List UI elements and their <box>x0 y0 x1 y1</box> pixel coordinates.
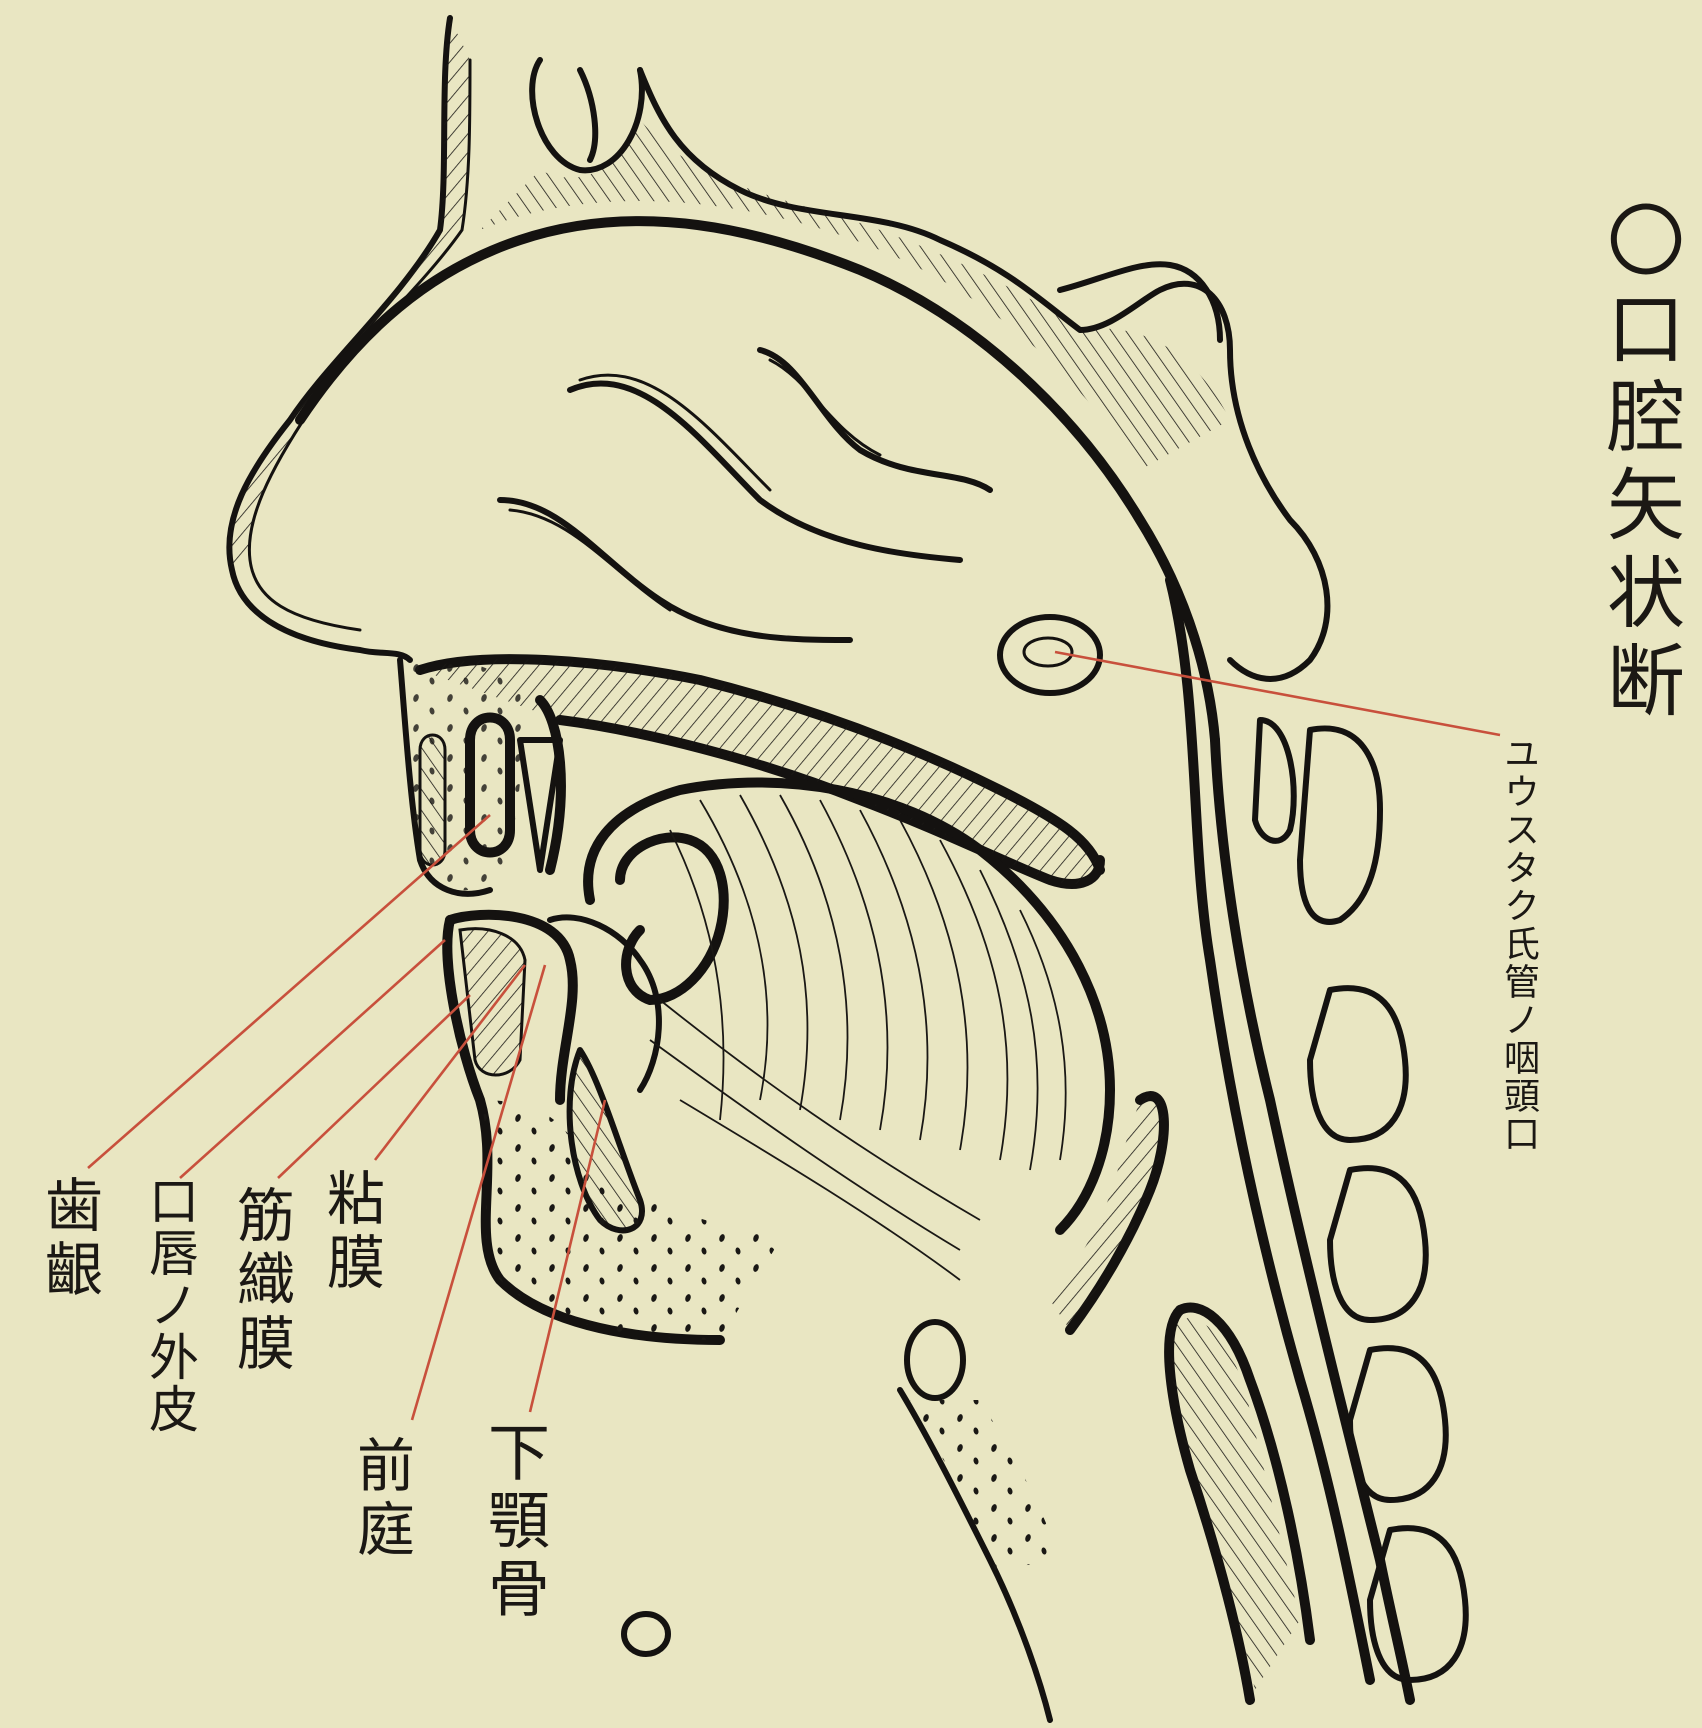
nasal-conchae <box>500 350 990 640</box>
nose-outline <box>229 18 470 660</box>
leader-lip-skin <box>180 940 445 1178</box>
leader-eustachian <box>1055 652 1500 735</box>
circle-mark-bottom <box>624 1614 668 1654</box>
label-eustachian: ユウスタク氏管ノ咽頭口 <box>1500 735 1536 1153</box>
hyoid <box>907 1322 963 1398</box>
label-muscle: 筋織膜 <box>232 1185 290 1377</box>
leader-muscle <box>278 995 470 1178</box>
diagram-title: 〇口腔矢状断 <box>1600 200 1678 728</box>
leader-teeth <box>88 815 490 1168</box>
label-lip-skin: 口唇ノ外皮 <box>145 1175 195 1435</box>
label-mucosa: 粘膜 <box>322 1168 380 1296</box>
eustachian-opening <box>1000 617 1100 693</box>
cervical-vertebrae <box>1255 720 1466 1680</box>
label-teeth: 歯齦 <box>40 1175 98 1303</box>
label-mandible: 下顎骨 <box>482 1420 544 1624</box>
label-vestibule: 前庭 <box>352 1435 410 1563</box>
